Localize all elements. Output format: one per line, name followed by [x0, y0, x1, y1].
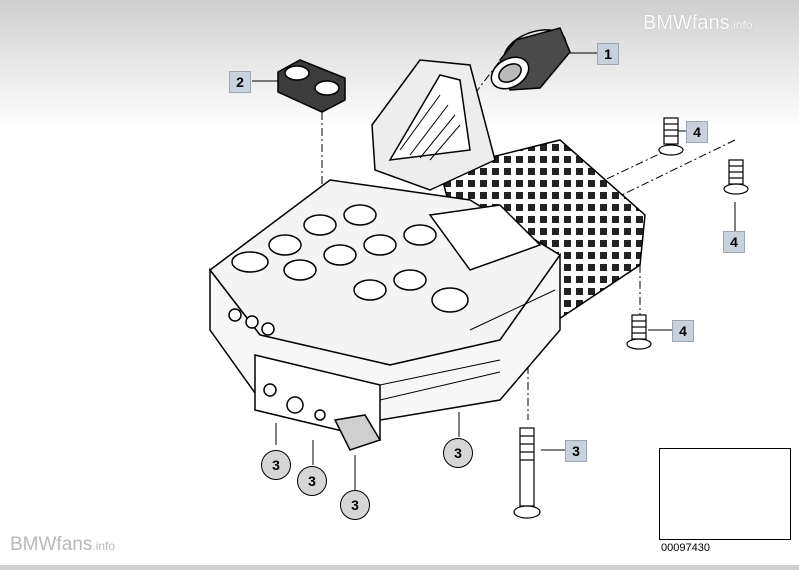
part-2-gasket: [277, 59, 346, 113]
callout-part-3-bolt: 3: [565, 440, 587, 462]
callout-part-1: 1: [597, 43, 619, 65]
part-4-bolts: [626, 117, 749, 350]
callout-part-4-right: 4: [723, 231, 745, 253]
watermark-top: BMWfans.info: [643, 12, 753, 34]
diagram-id: 00097430: [661, 542, 710, 554]
callout-part-3-a: 3: [261, 450, 291, 480]
vehicle-thumbnail-frame: [659, 448, 791, 540]
part-1-sleeve: [490, 27, 571, 91]
callout-part-3-b: 3: [297, 466, 327, 496]
callout-part-3-c: 3: [340, 490, 370, 520]
callout-part-3-d: 3: [443, 438, 473, 468]
valve-body: [208, 59, 646, 451]
watermark-bottom: BMWfans.info: [10, 534, 116, 555]
callout-part-4-lower: 4: [672, 320, 694, 342]
callout-part-4-top: 4: [686, 121, 708, 143]
callout-part-2: 2: [229, 71, 251, 93]
part-3-long-bolt: [513, 427, 541, 519]
